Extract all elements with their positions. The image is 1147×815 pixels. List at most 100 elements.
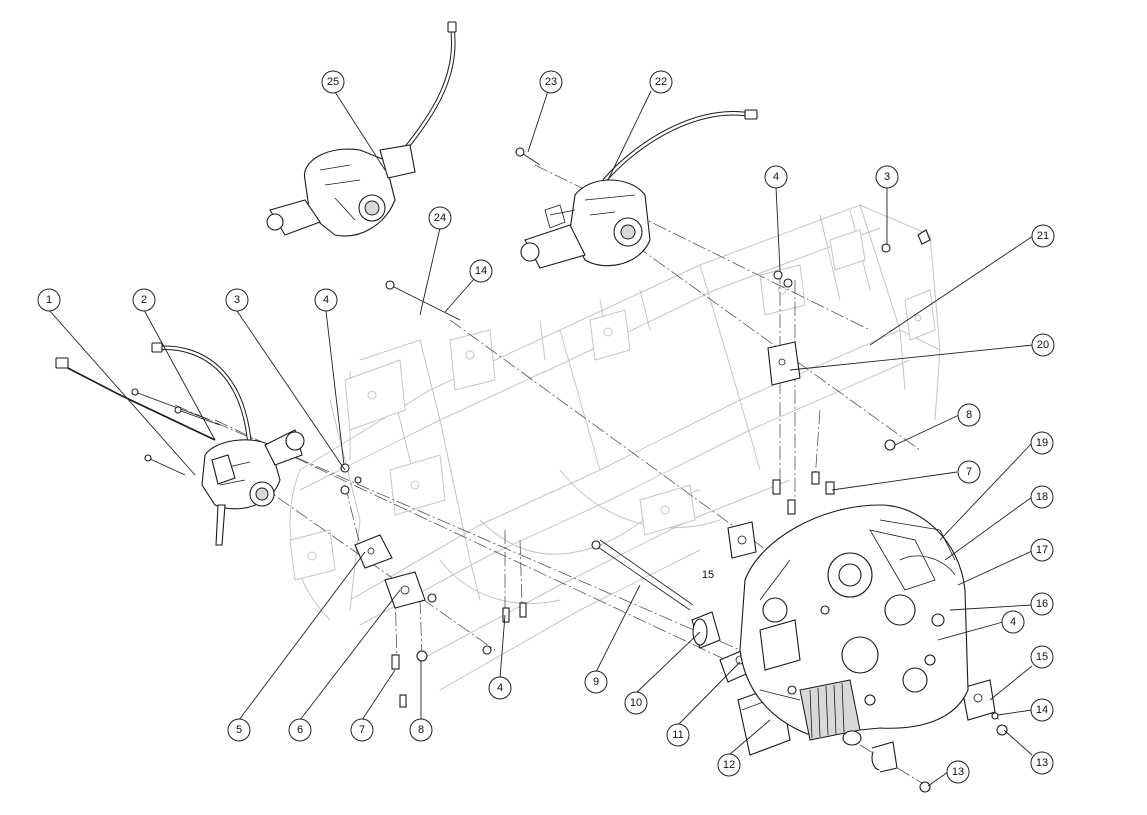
callout-circle bbox=[1001, 610, 1025, 634]
callout-bubble: 17 bbox=[1030, 538, 1054, 562]
differential-mount-bracket bbox=[767, 341, 801, 386]
callout-label: 4 bbox=[773, 171, 779, 183]
callout-label: 6 bbox=[297, 724, 303, 736]
rear-differential-assembly bbox=[266, 21, 457, 237]
inline-label-15: 15 bbox=[702, 569, 714, 581]
callout-circle bbox=[584, 670, 608, 694]
callout-label: 8 bbox=[966, 409, 972, 421]
callout-circle bbox=[946, 760, 970, 784]
callout-label: 11 bbox=[672, 729, 683, 741]
callout-circle bbox=[1030, 485, 1054, 509]
callout-label: 7 bbox=[966, 466, 972, 478]
engine-mount-bolt bbox=[591, 539, 694, 611]
callout-bubble: 5 bbox=[227, 718, 251, 742]
callout-bubble: 15 bbox=[1030, 645, 1054, 669]
mount-bushing bbox=[691, 611, 721, 649]
callout-bubble: 4 bbox=[314, 288, 338, 312]
callout-circle bbox=[957, 460, 981, 484]
callout-bubble: 3 bbox=[875, 165, 899, 189]
callout-bubble: 1 bbox=[37, 288, 61, 312]
callout-bubble: 7 bbox=[350, 718, 374, 742]
callout-bubble: 13 bbox=[1030, 751, 1054, 775]
callout-label: 3 bbox=[884, 171, 890, 183]
callout-label: 24 bbox=[434, 212, 446, 224]
callout-label: 10 bbox=[630, 697, 642, 709]
callout-label: 18 bbox=[1036, 491, 1048, 503]
callout-label: 25 bbox=[327, 76, 339, 88]
callout-bubble: 8 bbox=[409, 718, 433, 742]
callout-circle bbox=[132, 288, 156, 312]
callout-bubble: 8 bbox=[957, 403, 981, 427]
callout-circle bbox=[225, 288, 249, 312]
callout-label: 5 bbox=[236, 724, 242, 736]
callout-label: 17 bbox=[1036, 544, 1048, 556]
callout-circle bbox=[539, 70, 563, 94]
front-gearcase-assembly bbox=[55, 342, 305, 546]
callout-label: 4 bbox=[323, 294, 329, 306]
callout-circle bbox=[624, 691, 648, 715]
callout-circle bbox=[1030, 592, 1054, 616]
callout-bubble: 7 bbox=[957, 460, 981, 484]
callout-label: 20 bbox=[1037, 339, 1049, 351]
callout-label: 2 bbox=[141, 294, 147, 306]
callout-circle bbox=[1031, 333, 1055, 357]
callout-bubble: 13 bbox=[946, 760, 970, 784]
callout-circle bbox=[469, 259, 493, 283]
callout-bubble: 19 bbox=[1030, 431, 1054, 455]
front-differential-assembly bbox=[520, 109, 758, 269]
callout-label: 13 bbox=[1036, 757, 1048, 769]
callout-label: 15 bbox=[1036, 651, 1048, 663]
callout-circle bbox=[1030, 698, 1054, 722]
callout-circle bbox=[321, 70, 345, 94]
callout-bubble: 23 bbox=[539, 70, 563, 94]
callout-bubble: 4 bbox=[764, 165, 788, 189]
callout-bubble: 14 bbox=[469, 259, 493, 283]
rear-mount-bracket bbox=[384, 571, 437, 609]
callout-circle bbox=[717, 753, 741, 777]
callout-bubble: 25 bbox=[321, 70, 345, 94]
callout-circle bbox=[488, 676, 512, 700]
engine-mount-bushing bbox=[871, 741, 898, 773]
callout-label: 12 bbox=[723, 759, 735, 771]
callout-label: 22 bbox=[655, 76, 667, 88]
callout-bubble: 12 bbox=[717, 753, 741, 777]
callout-circle bbox=[37, 288, 61, 312]
callout-label: 8 bbox=[418, 724, 424, 736]
callout-circle bbox=[350, 718, 374, 742]
callout-label: 21 bbox=[1037, 230, 1049, 242]
callout-circle bbox=[1030, 538, 1054, 562]
callout-label: 14 bbox=[475, 265, 487, 277]
callout-circle bbox=[288, 718, 312, 742]
gearcase-mounting-bolts bbox=[131, 388, 221, 476]
callout-circle bbox=[227, 718, 251, 742]
callout-label: 1 bbox=[46, 294, 52, 306]
callout-label: 7 bbox=[359, 724, 365, 736]
callout-bubble: 2 bbox=[132, 288, 156, 312]
callout-label: 19 bbox=[1036, 437, 1048, 449]
callout-circle bbox=[666, 723, 690, 747]
front-mount-bracket bbox=[354, 534, 393, 569]
callout-circle bbox=[314, 288, 338, 312]
callout-circle bbox=[649, 70, 673, 94]
callout-bubble: 6 bbox=[288, 718, 312, 742]
callout-label: 4 bbox=[497, 682, 503, 694]
vehicle-frame bbox=[289, 204, 941, 691]
callout-bubble: 4 bbox=[488, 676, 512, 700]
fastener-hardware bbox=[340, 229, 1008, 793]
callout-circle bbox=[764, 165, 788, 189]
callout-circle bbox=[1030, 751, 1054, 775]
callout-bubble: 18 bbox=[1030, 485, 1054, 509]
mounting-bolt bbox=[515, 147, 541, 166]
callout-bubble: 20 bbox=[1031, 333, 1055, 357]
callout-label: 16 bbox=[1036, 598, 1048, 610]
callout-label: 14 bbox=[1036, 704, 1048, 716]
callout-circle bbox=[1031, 224, 1055, 248]
callout-label: 13 bbox=[952, 766, 964, 778]
engine-mount-bracket-upper bbox=[727, 521, 757, 559]
callout-label: 9 bbox=[593, 676, 599, 688]
callout-circle bbox=[428, 206, 452, 230]
long-through-bolt bbox=[385, 280, 461, 321]
callout-leader-lines bbox=[48, 90, 1034, 787]
